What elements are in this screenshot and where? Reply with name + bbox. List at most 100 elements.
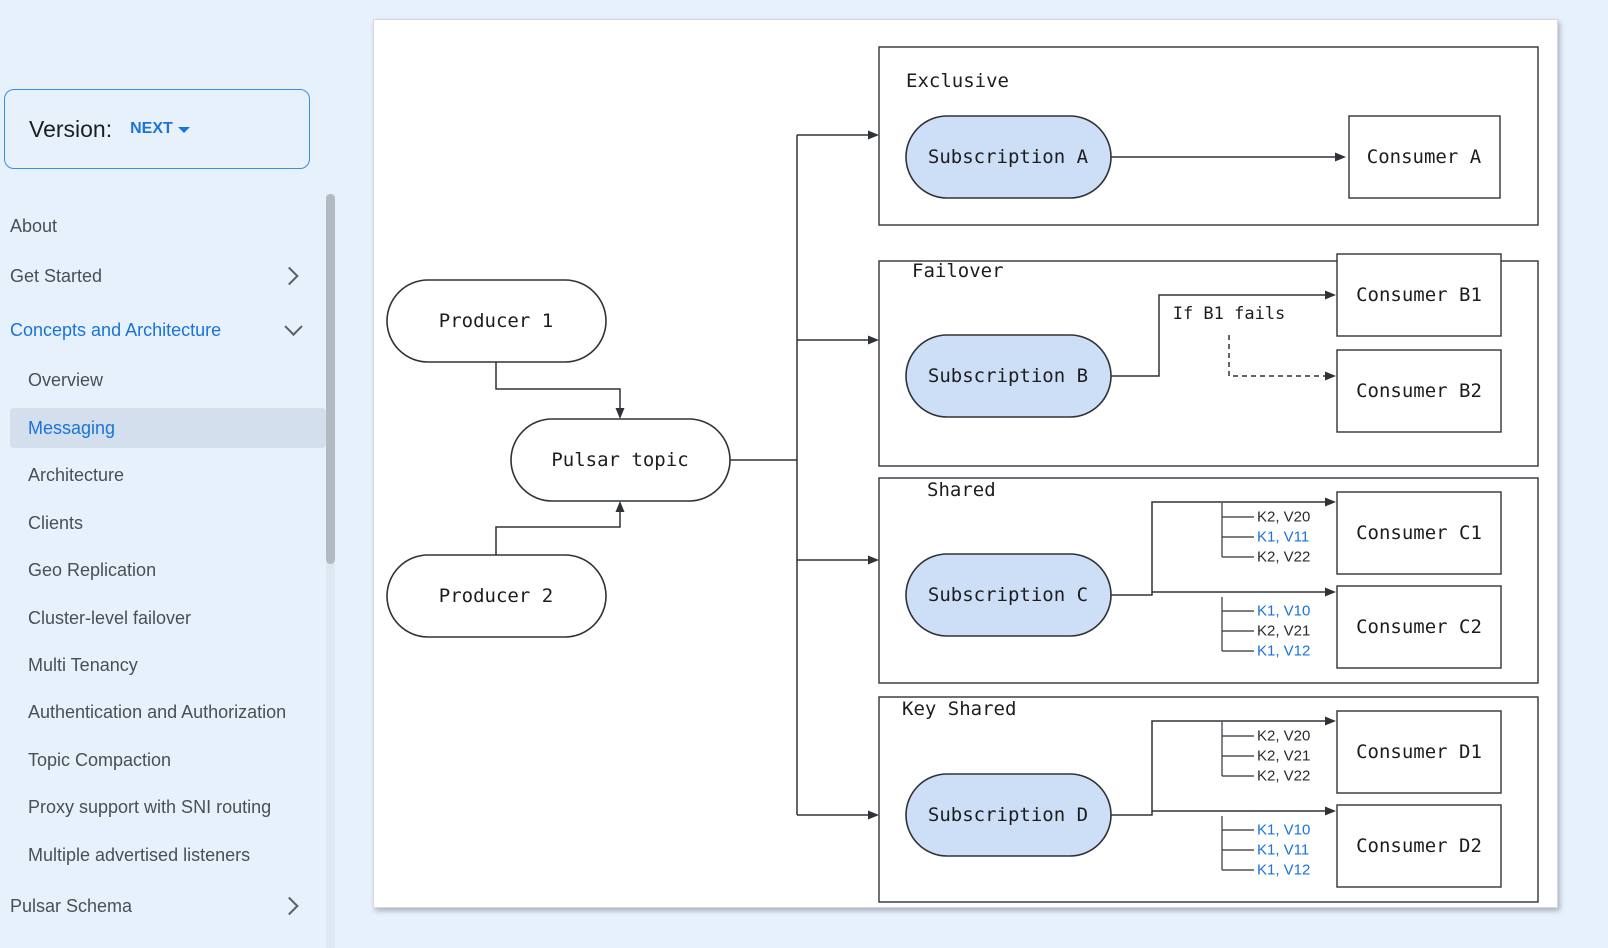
arrow-head bbox=[868, 810, 879, 820]
message-key-label: K1, V10 bbox=[1257, 603, 1310, 620]
consumer-node bbox=[1336, 349, 1502, 433]
branch-connector bbox=[1111, 720, 1326, 816]
sidebar-item-overview[interactable]: Overview bbox=[10, 360, 326, 400]
sidebar-item-label: Overview bbox=[28, 369, 104, 390]
sidebar-item-label: About bbox=[10, 215, 58, 236]
message-key-label: K1, V12 bbox=[1257, 862, 1310, 879]
message-key-label: K2, V21 bbox=[1257, 748, 1310, 765]
sidebar-item-label: Proxy support with SNI routing bbox=[28, 796, 272, 817]
sidebar-item-concepts-and-architecture[interactable]: Concepts and Architecture bbox=[10, 310, 326, 350]
sidebar-scrollbar-thumb[interactable] bbox=[326, 194, 335, 564]
chevron-right-icon[interactable] bbox=[280, 266, 299, 286]
message-key-label: K2, V20 bbox=[1257, 509, 1310, 526]
sidebar-item-architecture[interactable]: Architecture bbox=[10, 455, 326, 495]
sidebar-scrollbar-track[interactable] bbox=[326, 194, 335, 948]
arrow-head bbox=[1325, 806, 1336, 816]
consumer-label: Consumer C1 bbox=[1356, 522, 1482, 544]
subscription-label: Subscription A bbox=[928, 146, 1089, 168]
sidebar-item-label: Multi Tenancy bbox=[28, 654, 138, 675]
sidebar-item-messaging[interactable]: Messaging bbox=[10, 408, 326, 448]
group-title: Key Shared bbox=[902, 698, 1016, 720]
version-selector[interactable]: Version: NEXT bbox=[4, 89, 310, 169]
chevron-right-icon[interactable] bbox=[280, 896, 299, 916]
arrow-head bbox=[1325, 716, 1336, 726]
group-title: Shared bbox=[927, 479, 996, 501]
message-key-label: K1, V10 bbox=[1257, 822, 1310, 839]
failover-dashed-connector bbox=[1228, 335, 1326, 377]
message-key-label: K2, V21 bbox=[1257, 623, 1310, 640]
message-key-label: K1, V11 bbox=[1257, 529, 1309, 546]
sidebar-item-label: Architecture bbox=[28, 464, 125, 485]
version-dropdown[interactable]: NEXT bbox=[130, 120, 190, 138]
group-title: Failover bbox=[912, 260, 1004, 282]
sidebar-item-geo-replication[interactable]: Geo Replication bbox=[10, 550, 326, 590]
sidebar-item-label: Multiple advertised listeners bbox=[28, 844, 251, 865]
sidebar-item-topic-compaction[interactable]: Topic Compaction bbox=[10, 740, 326, 780]
arrow-head bbox=[615, 501, 625, 512]
sidebar-item-label: Geo Replication bbox=[28, 559, 157, 580]
consumer-label: Consumer D2 bbox=[1356, 835, 1482, 857]
sidebar-item-label: Messaging bbox=[28, 417, 116, 438]
subscription-types-diagram: Producer 1 Producer 2 Pulsar topic Exclusiv… bbox=[373, 19, 1558, 908]
sidebar-item-pulsar-schema[interactable]: Pulsar Schema bbox=[10, 886, 326, 926]
group-frame-2 bbox=[878, 477, 1539, 684]
group-frame-0 bbox=[878, 46, 1539, 226]
failover-note: If B1 fails bbox=[1173, 304, 1286, 324]
chevron-down-icon[interactable] bbox=[284, 317, 303, 336]
group-title: Exclusive bbox=[906, 70, 1009, 92]
version-value: NEXT bbox=[130, 120, 173, 137]
group-frame-3 bbox=[878, 696, 1539, 903]
active-consumer-connector bbox=[1111, 294, 1326, 377]
sidebar-item-clients[interactable]: Clients bbox=[10, 503, 326, 543]
sidebar-item-label: Authentication and Authorization bbox=[28, 701, 287, 722]
sidebar-item-authentication-and-authorization[interactable]: Authentication and Authorization bbox=[10, 692, 326, 732]
arrow-head bbox=[868, 335, 879, 345]
arrow-head bbox=[1335, 152, 1346, 162]
sidebar-item-label: Get Started bbox=[10, 265, 103, 286]
sidebar-item-label: Clients bbox=[28, 512, 84, 533]
group-frame-1 bbox=[878, 260, 1539, 467]
arrow-head bbox=[1325, 587, 1336, 597]
subscription-label: Subscription B bbox=[928, 365, 1088, 387]
subscription-label: Subscription C bbox=[928, 584, 1088, 606]
pulsar-topic-label: Pulsar topic bbox=[551, 449, 688, 471]
producer-2-label: Producer 2 bbox=[439, 585, 553, 607]
sidebar-item-label: Concepts and Architecture bbox=[10, 319, 222, 340]
message-key-label: K2, V22 bbox=[1257, 768, 1310, 785]
message-key-label: K2, V20 bbox=[1257, 728, 1310, 745]
producer-1-label: Producer 1 bbox=[439, 310, 553, 332]
arrow-head bbox=[868, 555, 879, 565]
version-label: Version: bbox=[29, 115, 113, 142]
consumer-label: Consumer B2 bbox=[1356, 380, 1482, 402]
consumer-label: Consumer A bbox=[1367, 146, 1482, 168]
arrow-head bbox=[1325, 371, 1336, 381]
producer-1-connector bbox=[495, 362, 621, 410]
subscription-label: Subscription D bbox=[928, 804, 1088, 826]
producer-2-connector bbox=[495, 509, 621, 555]
consumer-node bbox=[1348, 115, 1501, 199]
message-key-label: K1, V11 bbox=[1257, 842, 1309, 859]
branch-connector bbox=[1111, 501, 1326, 596]
sidebar-item-proxy-support-with-sni-routing[interactable]: Proxy support with SNI routing bbox=[10, 787, 326, 827]
consumer-label: Consumer C2 bbox=[1356, 616, 1482, 638]
consumer-node bbox=[1336, 710, 1502, 794]
sidebar-item-multiple-advertised-listeners[interactable]: Multiple advertised listeners bbox=[10, 835, 326, 875]
arrow-head bbox=[615, 408, 625, 419]
sidebar-item-label: Pulsar Schema bbox=[10, 895, 133, 916]
sidebar-item-get-started[interactable]: Get Started bbox=[10, 256, 326, 296]
consumer-node bbox=[1336, 585, 1502, 669]
message-key-label: K1, V12 bbox=[1257, 643, 1310, 660]
sidebar-item-multi-tenancy[interactable]: Multi Tenancy bbox=[10, 645, 326, 685]
consumer-node bbox=[1336, 804, 1502, 888]
arrow-head bbox=[868, 130, 879, 140]
sidebar-item-about[interactable]: About bbox=[10, 206, 326, 246]
arrow-head bbox=[1325, 290, 1336, 300]
diagram-svg: Producer 1 Producer 2 Pulsar topic Exclusiv… bbox=[386, 46, 1539, 903]
sidebar-item-cluster-level-failover[interactable]: Cluster-level failover bbox=[10, 598, 326, 638]
consumer-label: Consumer D1 bbox=[1356, 741, 1482, 763]
arrow-head bbox=[1325, 497, 1336, 507]
caret-down-icon bbox=[177, 127, 190, 133]
message-key-label: K2, V22 bbox=[1257, 549, 1310, 566]
sidebar-item-label: Cluster-level failover bbox=[28, 607, 192, 628]
consumer-node bbox=[1336, 253, 1502, 337]
